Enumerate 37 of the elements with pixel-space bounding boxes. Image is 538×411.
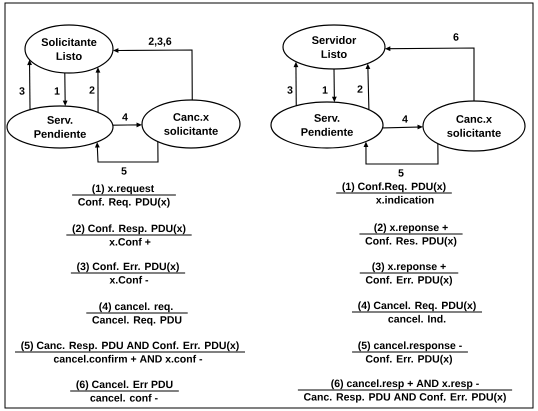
transition-label: (6) cancel.resp + AND x.resp - bbox=[331, 379, 479, 390]
edge-label: 1 bbox=[321, 85, 329, 95]
transition-label: (1) Conf.Req. PDU(x) bbox=[342, 182, 446, 192]
edge-label: 2 bbox=[356, 84, 364, 94]
transition-label: x.Conf - bbox=[110, 276, 148, 284]
transition-label: Conf. Req. PDU(x) bbox=[78, 198, 170, 208]
transition-label: (3) Conf. Err. PDU(x) bbox=[77, 262, 179, 272]
edge-label: 2,3,6 bbox=[147, 36, 173, 48]
transition-label: (3) x.reponse + bbox=[372, 262, 446, 272]
transition-label: cancel.confirm + AND x.conf - bbox=[54, 354, 202, 363]
transition-label: (5) Canc. Resp. PDU AND Conf. Err. PDU(x) bbox=[21, 341, 239, 352]
transition-label: cancel. Ind. bbox=[388, 314, 446, 323]
transition-label: x.Conf + bbox=[109, 238, 150, 246]
transition-label: Conf. Res. PDU(x) bbox=[366, 236, 456, 247]
transition-label: (4) cancel. req. bbox=[99, 302, 173, 312]
edge-label: 3 bbox=[18, 86, 26, 96]
edge-label: 2 bbox=[88, 85, 96, 95]
edge-label: 5 bbox=[397, 168, 405, 178]
transition-label: (4) Cancel. Req. PDU(x) bbox=[358, 301, 476, 312]
transition-label: (5) cancel.response - bbox=[358, 341, 462, 352]
transition-label: Conf. Err. PDU(x) bbox=[366, 276, 452, 286]
transition-label: Conf. Err. PDU(x) bbox=[366, 354, 452, 365]
transition-label: x.indication bbox=[376, 196, 434, 204]
transition-label: (2) x.reponse + bbox=[374, 223, 448, 234]
edge-label: 6 bbox=[452, 32, 460, 42]
transition-label: Canc. Resp. PDU AND Conf. Err. PDU(x) bbox=[304, 392, 506, 403]
edge-label: 5 bbox=[120, 166, 128, 176]
transition-label: Cancel. Req. PDU bbox=[92, 316, 182, 326]
edge-label: 3 bbox=[286, 85, 294, 95]
edge-label: 4 bbox=[401, 114, 409, 124]
edge-label: 1 bbox=[53, 86, 61, 96]
transition-label: (2) Conf. Resp. PDU(x) bbox=[72, 224, 186, 234]
arrow bbox=[94, 142, 159, 163]
transition-label: cancel. conf - bbox=[90, 394, 158, 402]
edge-label: 4 bbox=[121, 112, 129, 122]
transition-label: (1) x.request bbox=[92, 184, 154, 194]
transition-label: (6) Cancel. Err PDU bbox=[76, 380, 172, 390]
